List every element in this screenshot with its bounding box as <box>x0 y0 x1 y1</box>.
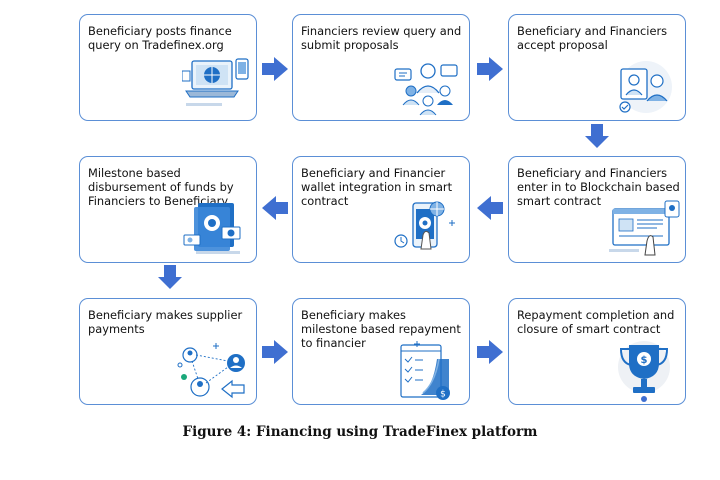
flow-arrow-left-2 <box>477 196 503 220</box>
trophy-icon: $ <box>618 341 670 402</box>
funds-disbursement-icon <box>183 203 241 254</box>
step-box-1: Beneficiary posts finance query on Trade… <box>79 14 257 121</box>
supplier-network-icon <box>177 343 245 399</box>
figure-caption: Figure 4: Financing using TradeFinex pla… <box>182 424 538 440</box>
smart-contract-icon <box>609 200 680 256</box>
step-label-6: Milestone based disbursement of funds by… <box>88 166 234 208</box>
step-box-9: Repayment completion and closure of smar… <box>508 298 686 405</box>
step-label-9: Repayment completion and closure of smar… <box>517 308 675 336</box>
step-label-2: Financiers review query and submit propo… <box>301 24 462 52</box>
step-label-3: Beneficiary and Financiers accept propos… <box>517 24 668 52</box>
step-box-4: Beneficiary and Financiers enter in to B… <box>508 156 686 263</box>
people-chat-icon <box>394 63 458 116</box>
step-label-7: Beneficiary makes supplier payments <box>88 308 243 336</box>
wallet-phone-icon <box>394 201 455 250</box>
step-label-8: Beneficiary makes milestone based repaym… <box>301 308 461 350</box>
flow-arrow-right-3 <box>262 340 288 364</box>
flow-arrow-right-1 <box>262 57 288 81</box>
flow-arrow-down-2 <box>158 265 182 289</box>
people-agreement-icon <box>619 61 672 113</box>
step-label-5: Beneficiary and Financier wallet integra… <box>301 166 453 208</box>
flow-arrow-left-1 <box>262 196 288 220</box>
step-box-8: Beneficiary makes milestone based repaym… <box>292 298 470 405</box>
flow-arrow-right-2 <box>477 57 503 81</box>
dollar-icon: $ <box>440 390 446 400</box>
step-box-2: Financiers review query and submit propo… <box>292 14 470 121</box>
step-label-4: Beneficiary and Financiers enter in to B… <box>517 166 680 208</box>
flow-arrow-down-1 <box>585 124 609 148</box>
repayment-chart-icon: $ <box>400 341 450 400</box>
step-box-6: Milestone based disbursement of funds by… <box>79 156 257 263</box>
dollar-icon: $ <box>641 355 648 366</box>
laptop-web-icon <box>182 58 249 106</box>
flow-arrow-right-4 <box>477 340 503 364</box>
step-box-5: Beneficiary and Financier wallet integra… <box>292 156 470 263</box>
step-box-7: Beneficiary makes supplier payments <box>79 298 257 405</box>
step-box-3: Beneficiary and Financiers accept propos… <box>508 14 686 121</box>
step-label-1: Beneficiary posts finance query on Trade… <box>88 24 232 52</box>
